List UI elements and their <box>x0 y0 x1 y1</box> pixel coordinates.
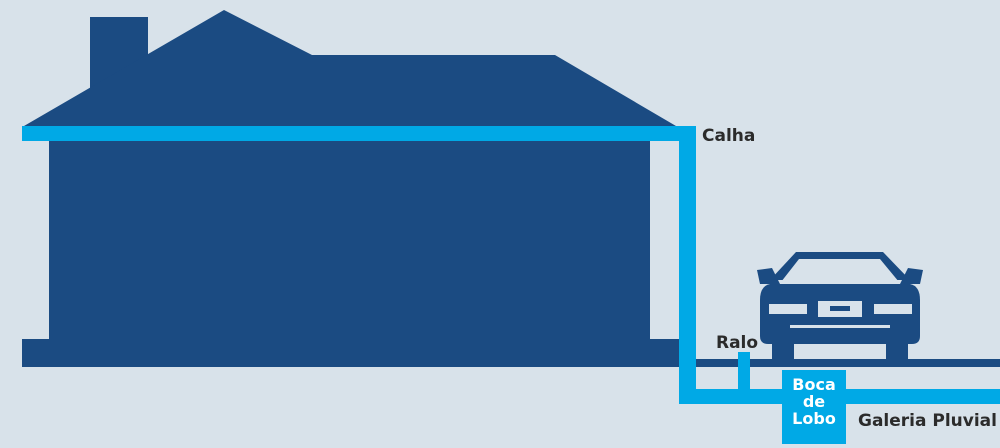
gutter <box>22 126 696 141</box>
house <box>22 10 682 367</box>
storm-inlet-label-line: de <box>802 392 826 411</box>
car <box>757 252 923 360</box>
car-wheel-right <box>886 340 908 360</box>
house-base <box>22 339 682 367</box>
car-headlight-left <box>769 304 807 314</box>
house-wall <box>49 137 650 345</box>
car-mirror-left <box>757 268 780 284</box>
storm-inlet-label-line: Boca <box>792 375 836 394</box>
storm-inlet-label-line: Lobo <box>792 409 836 428</box>
car-mirror-right <box>900 268 923 284</box>
car-grille-bar <box>830 306 850 311</box>
storm-inlet-label: Boca de Lobo <box>784 376 844 427</box>
drain-inlet <box>738 352 750 392</box>
car-bumper <box>790 325 890 328</box>
gutter-label: Calha <box>702 126 756 146</box>
ground-line <box>680 359 1000 367</box>
car-headlight-right <box>874 304 912 314</box>
storm-inlet-box <box>782 370 846 444</box>
downspout <box>679 126 696 401</box>
drain-label: Ralo <box>716 333 759 353</box>
house-roof <box>24 10 676 126</box>
storm-gallery-label: Galeria Pluvial <box>858 411 997 431</box>
car-windshield <box>781 259 899 282</box>
car-wheel-left <box>772 340 794 360</box>
water-system <box>22 126 1000 444</box>
